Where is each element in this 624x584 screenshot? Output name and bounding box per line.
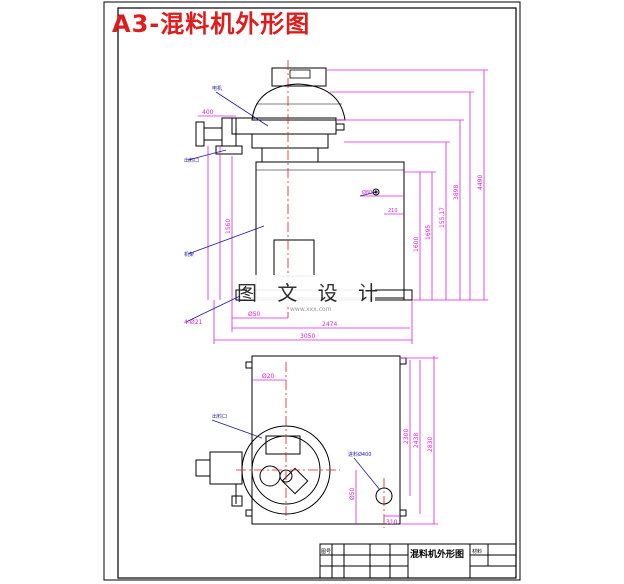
dim-phi50-top: Ø50: [349, 487, 356, 500]
callout-outlet-top: 出料口: [212, 413, 227, 420]
top-dimensions: [252, 356, 438, 525]
top-view: [195, 355, 407, 525]
dim-1560: 1560: [225, 219, 232, 234]
dim-phi80: Ø80: [362, 189, 372, 196]
sheet-inner-border: [117, 7, 517, 579]
sheet-outer-border: [103, 1, 521, 581]
callout-4-holes: 4-Ø21: [184, 319, 203, 326]
dim-2474: 2474: [322, 321, 337, 328]
front-view: [195, 67, 413, 301]
callout-motor: 电机: [212, 85, 222, 92]
dim-2830: 2830: [427, 437, 434, 452]
dim-3898: 3898: [453, 185, 460, 200]
mixer-neck: [251, 133, 329, 149]
title-block-label-1: 图号: [321, 549, 331, 555]
port-fitting: [372, 188, 380, 196]
callout-inlet-400: 进料Ø400: [348, 451, 371, 458]
dim-310: 310: [386, 519, 398, 526]
dim-2300: 2300: [403, 429, 410, 444]
top-centerlines: [236, 362, 385, 528]
dim-2438: 2438: [413, 433, 420, 448]
access-door: [273, 239, 315, 277]
dim-1695: 1695: [425, 225, 432, 240]
front-dimensions: [198, 69, 488, 344]
dim-phi20-top: Ø20: [262, 373, 275, 380]
dim-phi50-front: Ø50: [248, 311, 261, 318]
title-block-drawing-name: 混料机外形图: [410, 548, 464, 560]
top-leaders: [211, 419, 381, 491]
sheet-title: A3-混料机外形图: [112, 10, 311, 38]
watermark-text: 图 文 设 计: [236, 280, 386, 305]
top-body: [251, 355, 401, 525]
top-motor: [209, 451, 243, 485]
dim-155-17: 155.17: [439, 207, 446, 228]
top-inlet-square: [265, 435, 301, 455]
motor-housing: [221, 117, 237, 147]
mixer-dome: [251, 83, 346, 121]
dim-4490: 4490: [477, 175, 484, 190]
watermark-url: www.xxx.com: [290, 306, 332, 313]
dim-3050: 3050: [300, 333, 315, 340]
watermark-box: 图 文 设 计: [237, 275, 378, 307]
title-block-label-2: 材料: [472, 548, 482, 555]
title-block: [319, 543, 517, 579]
callout-frame: 机架: [184, 251, 194, 258]
dim-top-400: 400: [202, 109, 214, 116]
callout-outlet-front: 出料口: [184, 157, 199, 164]
feed-cap: [271, 67, 327, 87]
dim-210: 210: [388, 208, 398, 214]
dim-1600: 1600: [413, 237, 420, 252]
front-leaders: [185, 91, 377, 323]
